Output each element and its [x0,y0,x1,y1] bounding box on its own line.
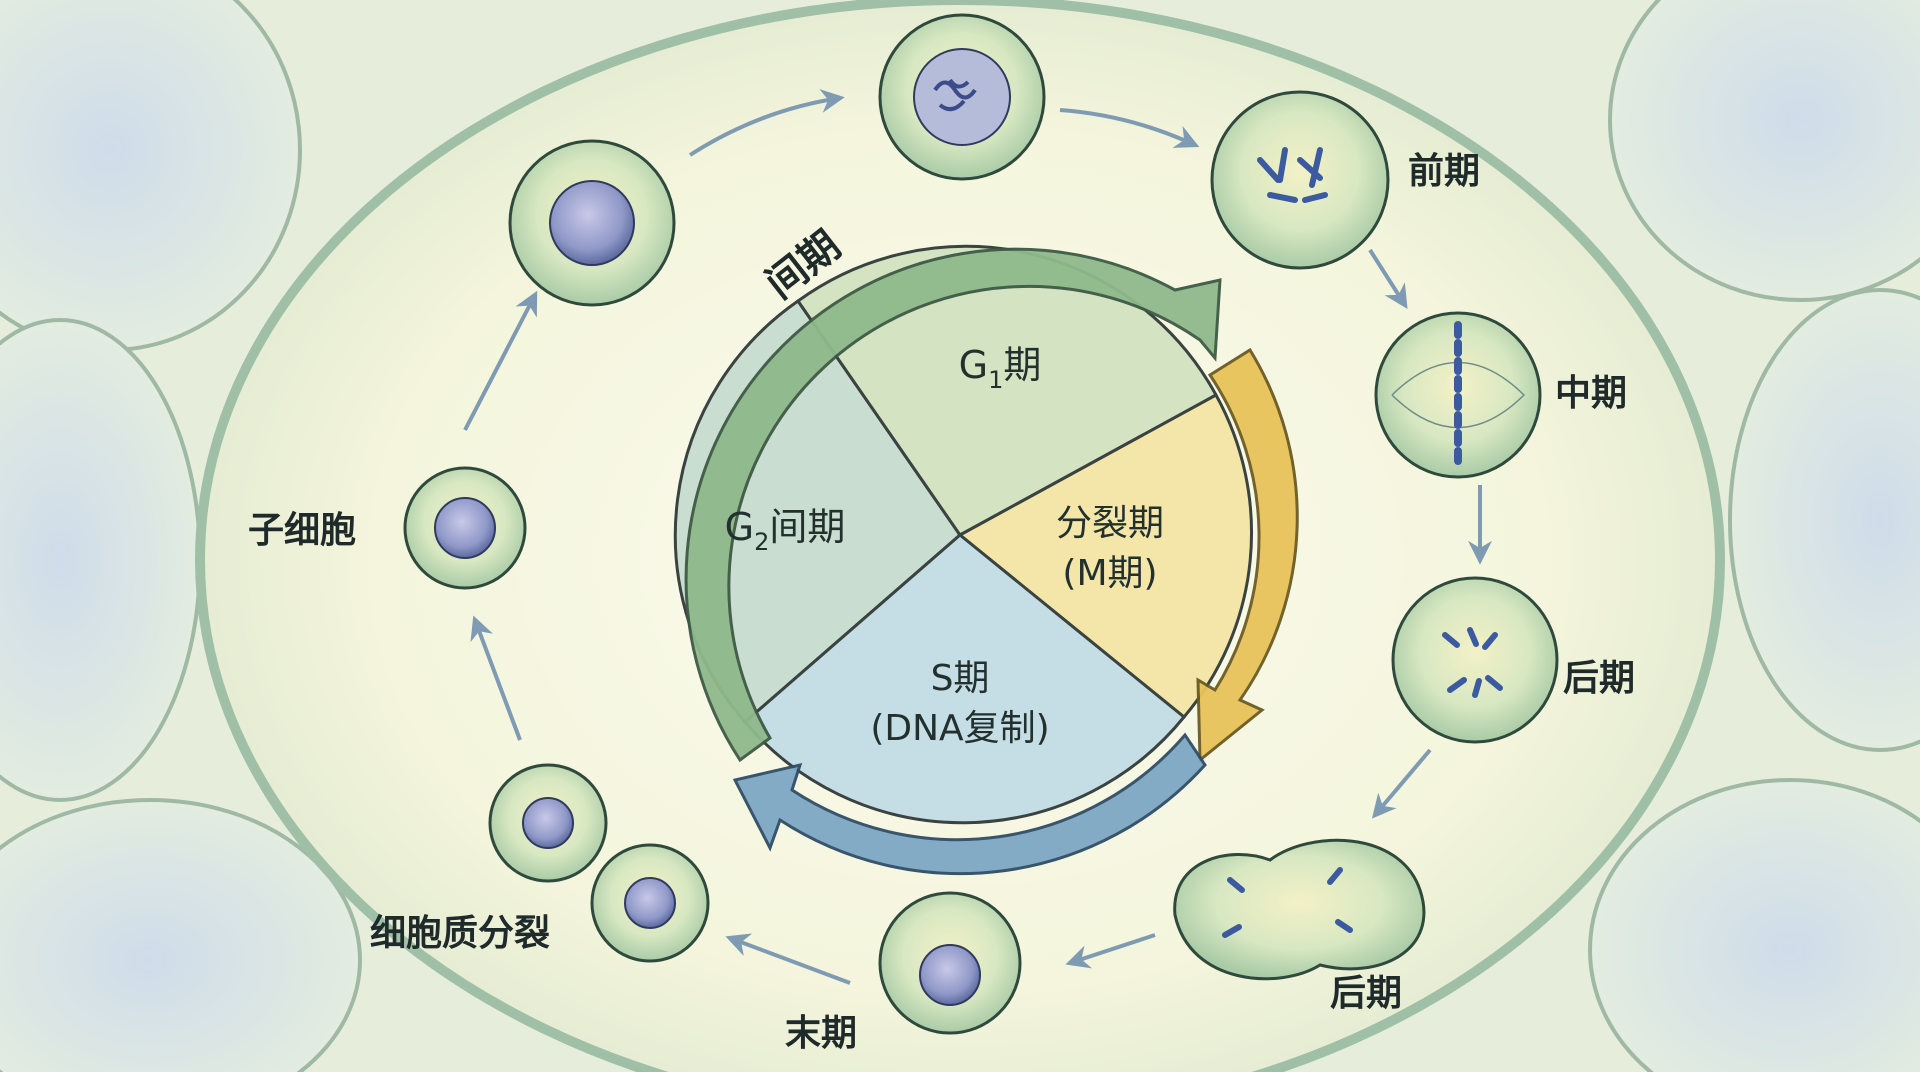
label-anaphase-2: 后期 [1330,973,1402,1014]
label-cytokinesis: 细胞质分裂 [370,913,550,954]
cell-anaphase-1 [1391,576,1559,744]
label-prophase: 前期 [1408,151,1480,192]
s-label-line2: (DNA复制) [870,708,1049,749]
g1-label: G1期 [959,343,1042,394]
m-phase-arrow [1196,347,1299,764]
cell-anaphase-2 [1173,838,1426,981]
cycle-arrows [463,88,1492,985]
m-label-line1: 分裂期 [1056,503,1164,544]
cell-daughter [403,466,527,590]
cell-telophase [878,891,1022,1035]
label-metaphase: 中期 [1555,373,1627,414]
g2-label: G2间期 [725,505,846,556]
label-telophase: 末期 [785,1013,857,1054]
cell-g1-top-left [508,139,676,307]
cell-g2-top [878,13,1046,181]
m-label-line2: (M期) [1062,553,1157,594]
label-anaphase-1: 后期 [1563,658,1635,699]
cell-metaphase [1374,311,1542,479]
s-label-line1: S期 [931,658,990,699]
cell-cytokinesis [488,763,710,963]
interphase-arrow [684,247,1222,763]
label-daughter-cell: 子细胞 [248,510,356,551]
cell-prophase [1210,90,1390,270]
s-phase-arrow [732,732,1207,876]
